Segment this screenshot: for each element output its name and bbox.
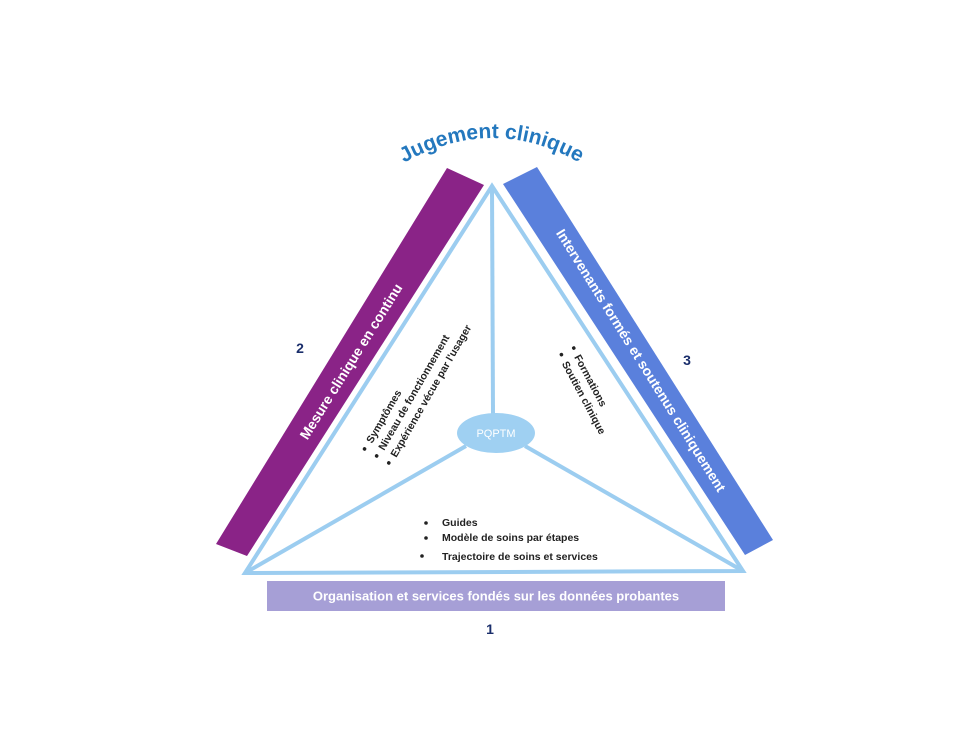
spoke-top [490,185,495,416]
right-bullet-2 [559,352,564,357]
number-bottom: 1 [486,621,494,637]
spoke-left [244,444,467,575]
bottom-bullet-1 [424,521,428,525]
bottom-item-1: Guides [442,517,478,529]
right-bar [503,167,773,555]
bottom-item-3: Trajectoire de soins et services [442,551,598,563]
right-bar-group: Intervenants formés et soutenus clinique… [503,167,773,555]
left-bar [216,168,484,556]
section-numbers: 2 3 1 [296,340,691,637]
bottom-bar-group: Organisation et services fondés sur les … [267,581,725,611]
number-left: 2 [296,340,304,356]
bottom-list: Guides Modèle de soins par étapes Trajec… [420,517,598,563]
bottom-bar-label: Organisation et services fondés sur les … [313,588,679,603]
center-ellipse [457,413,535,453]
bottom-bullet-3 [420,554,424,558]
title-text: Jugement clinique [396,120,588,167]
triangle-outline [241,182,747,576]
left-bullet-3 [386,461,391,465]
left-bullet-1 [362,447,367,451]
triangle-lines [241,182,747,576]
spoke-right [524,444,744,573]
left-bullet-2 [374,454,379,458]
bottom-bar [267,581,725,611]
center-label: PQPTM [476,428,515,440]
number-right: 3 [683,352,691,368]
right-bullet-1 [571,346,576,350]
title-path-text: Jugement clinique [396,120,588,167]
center-node: PQPTM [457,413,535,453]
right-list: Formations Soutien clinique [559,346,609,437]
bottom-bullet-2 [424,536,428,540]
bottom-item-2: Modèle de soins par étapes [442,532,579,544]
